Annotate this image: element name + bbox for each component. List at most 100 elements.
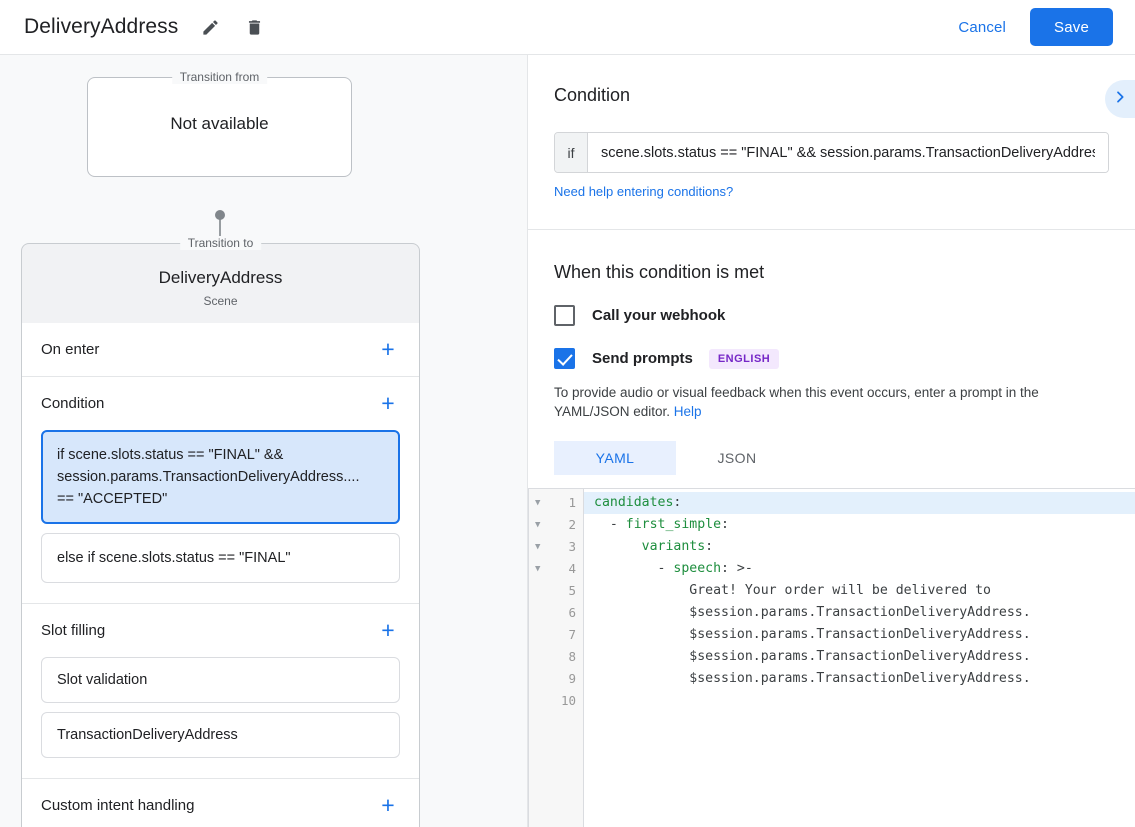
section-on-enter: On enter + [22,323,419,376]
transition-from-legend: Transition from [171,70,268,84]
condition-input[interactable] [588,133,1108,172]
condition-section: Condition if Need help entering conditio… [528,55,1135,201]
right-panel: Condition if Need help entering conditio… [528,55,1135,827]
add-condition-button[interactable]: + [381,390,395,416]
scene-sections-card: On enter + Condition + if scene.slots.st… [21,323,420,827]
fold-toggle-icon[interactable]: ▼ [535,520,541,530]
editor-code-line: Great! Your order will be delivered to [689,583,991,598]
editor-code-line: $session.params.TransactionDeliveryAddre… [689,627,1031,642]
line-number-label: 6 [568,605,576,620]
condition-input-row: if [554,132,1109,173]
editor-code-line: variants: [641,539,714,554]
editor-line-number: ▼1 [529,492,583,514]
section-slot-filling: Slot filling + Slot validation Transacti… [22,603,419,778]
editor-line-number: 5 [529,580,583,602]
add-slot-filling-button[interactable]: + [381,617,395,643]
fold-toggle-icon[interactable]: ▼ [535,542,541,552]
list-item-transaction-delivery-address[interactable]: TransactionDeliveryAddress [41,712,400,758]
line-number-label: 2 [568,517,576,532]
send-prompts-checkbox-row[interactable]: Send prompts ENGLISH [554,348,1109,369]
editor-code-line: $session.params.TransactionDeliveryAddre… [689,605,1031,620]
edit-name-button[interactable] [198,15,222,39]
editor-code-area[interactable]: candidates: - first_simple: variants: - … [584,489,1135,827]
tab-json[interactable]: JSON [717,450,757,466]
condition-help-link[interactable]: Need help entering conditions? [554,184,734,199]
condition-section-title: Condition [554,85,631,105]
send-prompts-label: Send prompts [592,350,693,367]
editor-line-number: 9 [529,668,583,690]
section-header-condition[interactable]: Condition + [22,377,419,430]
send-prompts-checkbox[interactable] [554,348,575,369]
call-webhook-checkbox[interactable] [554,305,575,326]
editor-line-number: 10 [529,690,583,712]
editor-code-line [584,690,1135,712]
condition-text-line: session.params.TransactionDeliveryAddres… [57,469,360,485]
condition-list: if scene.slots.status == "FINAL" && sess… [22,430,419,603]
transition-from-box[interactable]: Transition from Not available [87,70,352,177]
section-divider [528,229,1135,230]
editor-code-line: candidates: [584,492,1135,514]
language-badge: ENGLISH [708,348,780,369]
prompts-help-link[interactable]: Help [673,404,702,419]
line-number-label: 10 [560,693,576,708]
transition-to-name: DeliveryAddress [158,268,283,287]
section-title-slot-filling: Slot filling [41,622,106,639]
editor-line-number: ▼2 [529,514,583,536]
save-button[interactable]: Save [1030,8,1113,46]
left-panel: Transition from Not available Transition… [0,55,528,827]
editor-line-number: ▼4 [529,558,583,580]
transition-to-box[interactable]: Transition to DeliveryAddress Scene [21,236,420,323]
when-condition-met-section: When this condition is met Call your web… [528,230,1135,475]
prompts-hint-body: To provide audio or visual feedback when… [554,385,1039,419]
if-prefix-label: if [555,133,588,172]
editor-code-line: $session.params.TransactionDeliveryAddre… [689,671,1031,686]
editor-format-tabs: YAML JSON [554,441,1109,475]
editor-code-line: - first_simple: [594,517,729,532]
trash-icon [245,18,264,37]
line-number-label: 1 [568,495,576,510]
expand-panel-button[interactable] [1105,80,1135,118]
delete-button[interactable] [242,15,266,39]
cancel-button[interactable]: Cancel [948,11,1016,44]
section-title-custom-intent-handling: Custom intent handling [41,797,195,814]
fold-toggle-icon[interactable]: ▼ [535,498,541,508]
editor-line-number: 6 [529,602,583,624]
app-header: DeliveryAddress Cancel Save [0,0,1135,55]
condition-item[interactable]: else if scene.slots.status == "FINAL" [41,533,400,583]
condition-text-line: else if scene.slots.status == "FINAL" [57,550,291,566]
section-title-on-enter: On enter [41,341,100,358]
line-number-label: 4 [568,561,576,576]
fold-toggle-icon[interactable]: ▼ [535,564,541,574]
editor-code-line: - speech: >- [594,561,753,576]
add-custom-intent-button[interactable]: + [381,792,395,818]
list-item-slot-validation[interactable]: Slot validation [41,657,400,703]
add-on-enter-button[interactable]: + [381,336,395,362]
transition-to-legend: Transition to [179,236,262,250]
editor-code-line: $session.params.TransactionDeliveryAddre… [689,649,1031,664]
line-number-label: 3 [568,539,576,554]
line-number-label: 5 [568,583,576,598]
call-webhook-label: Call your webhook [592,307,726,324]
section-custom-intent-handling: Custom intent handling + [22,778,419,827]
prompts-hint-text: To provide audio or visual feedback when… [554,383,1109,421]
condition-text-line: == "ACCEPTED" [57,491,168,507]
pencil-icon [201,18,220,37]
editor-line-number: 8 [529,646,583,668]
condition-item-selected[interactable]: if scene.slots.status == "FINAL" && sess… [41,430,400,524]
line-number-label: 7 [568,627,576,642]
section-header-custom-intent-handling[interactable]: Custom intent handling + [22,779,419,827]
section-header-on-enter[interactable]: On enter + [22,323,419,376]
webhook-checkbox-row[interactable]: Call your webhook [554,305,1109,326]
section-condition: Condition + if scene.slots.status == "FI… [22,376,419,603]
section-header-slot-filling[interactable]: Slot filling + [22,604,419,657]
section-title-condition: Condition [41,395,105,412]
editor-line-number: 7 [529,624,583,646]
tab-yaml[interactable]: YAML [554,441,676,475]
page-title: DeliveryAddress [24,15,179,38]
editor-line-number: ▼3 [529,536,583,558]
line-number-label: 9 [568,671,576,686]
slot-filling-list: Slot validation TransactionDeliveryAddre… [22,657,419,778]
transition-from-value: Not available [170,114,269,133]
